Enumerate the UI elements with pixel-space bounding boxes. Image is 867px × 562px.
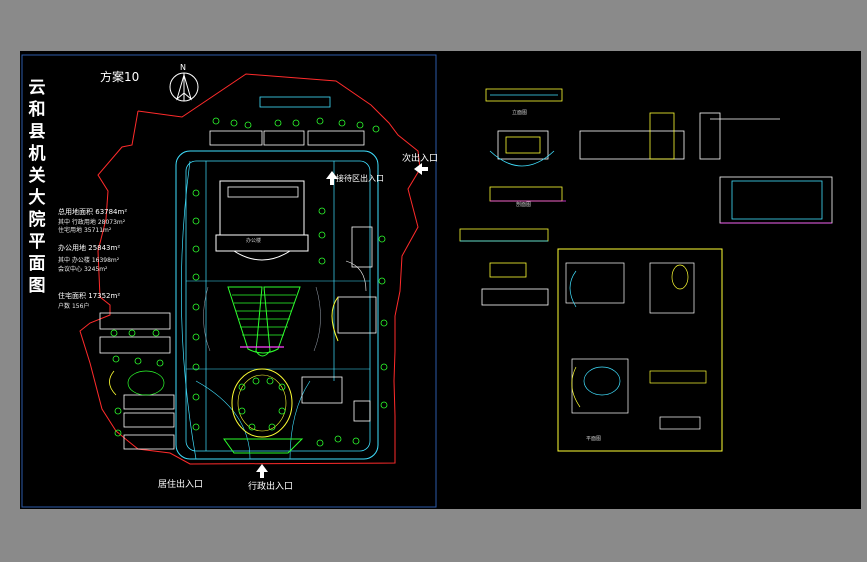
elevation-sheet-2: [579, 112, 833, 224]
sheet-caption: 立面图: [512, 110, 528, 116]
scheme-label: 方案10: [100, 70, 140, 84]
central-garden: [231, 368, 293, 438]
reception-entrance-label: 接待区出入口: [336, 174, 384, 183]
stat-line: 住宅用地 35711m²: [58, 227, 112, 234]
admin-entrance-label: 行政出入口: [248, 482, 294, 492]
auditorium-fan: [227, 286, 301, 357]
stat-line: 办公用地 25843m²: [58, 244, 121, 252]
north-arrow: [169, 72, 199, 102]
road-inner: [185, 160, 371, 452]
road-outer: [175, 150, 379, 460]
trees: [110, 117, 388, 447]
stat-line: 其中 办公楼 16398m²: [58, 257, 120, 264]
sheet-caption: 剖面图: [516, 202, 532, 208]
cad-drawing-canvas[interactable]: 云 和 县 机 关 大 院 平 面 图 方案10 N 总用地面积 63784m²…: [20, 51, 861, 509]
site-plan-frame: [21, 54, 437, 508]
office-block-main: [219, 180, 305, 236]
detail-sheet-content: [565, 262, 707, 430]
detail-sheet-border: [557, 248, 723, 452]
stat-line: 会议中心 3245m²: [58, 266, 108, 273]
residential-entrance-label: 居住出入口: [158, 480, 204, 490]
stat-line: 户数 156户: [58, 303, 90, 310]
sheet-caption: 平面图: [586, 436, 602, 442]
office-building-label: 办公楼: [246, 238, 262, 244]
stat-line: 住宅面积 17352m²: [58, 292, 121, 300]
entrance-arrows: [256, 163, 428, 478]
drawing-title: 云 和 县 机 关 大 院 平 面 图: [28, 78, 46, 296]
site-boundary: [79, 73, 421, 465]
east-exit-label: 次出入口: [402, 154, 439, 164]
stat-line: 其中 行政用地 28073m²: [58, 219, 126, 226]
stat-line: 总用地面积 63784m²: [58, 208, 128, 216]
cad-vector-layer: [21, 54, 833, 508]
north-label: N: [180, 63, 186, 72]
elevation-sheet-1: [459, 88, 566, 306]
